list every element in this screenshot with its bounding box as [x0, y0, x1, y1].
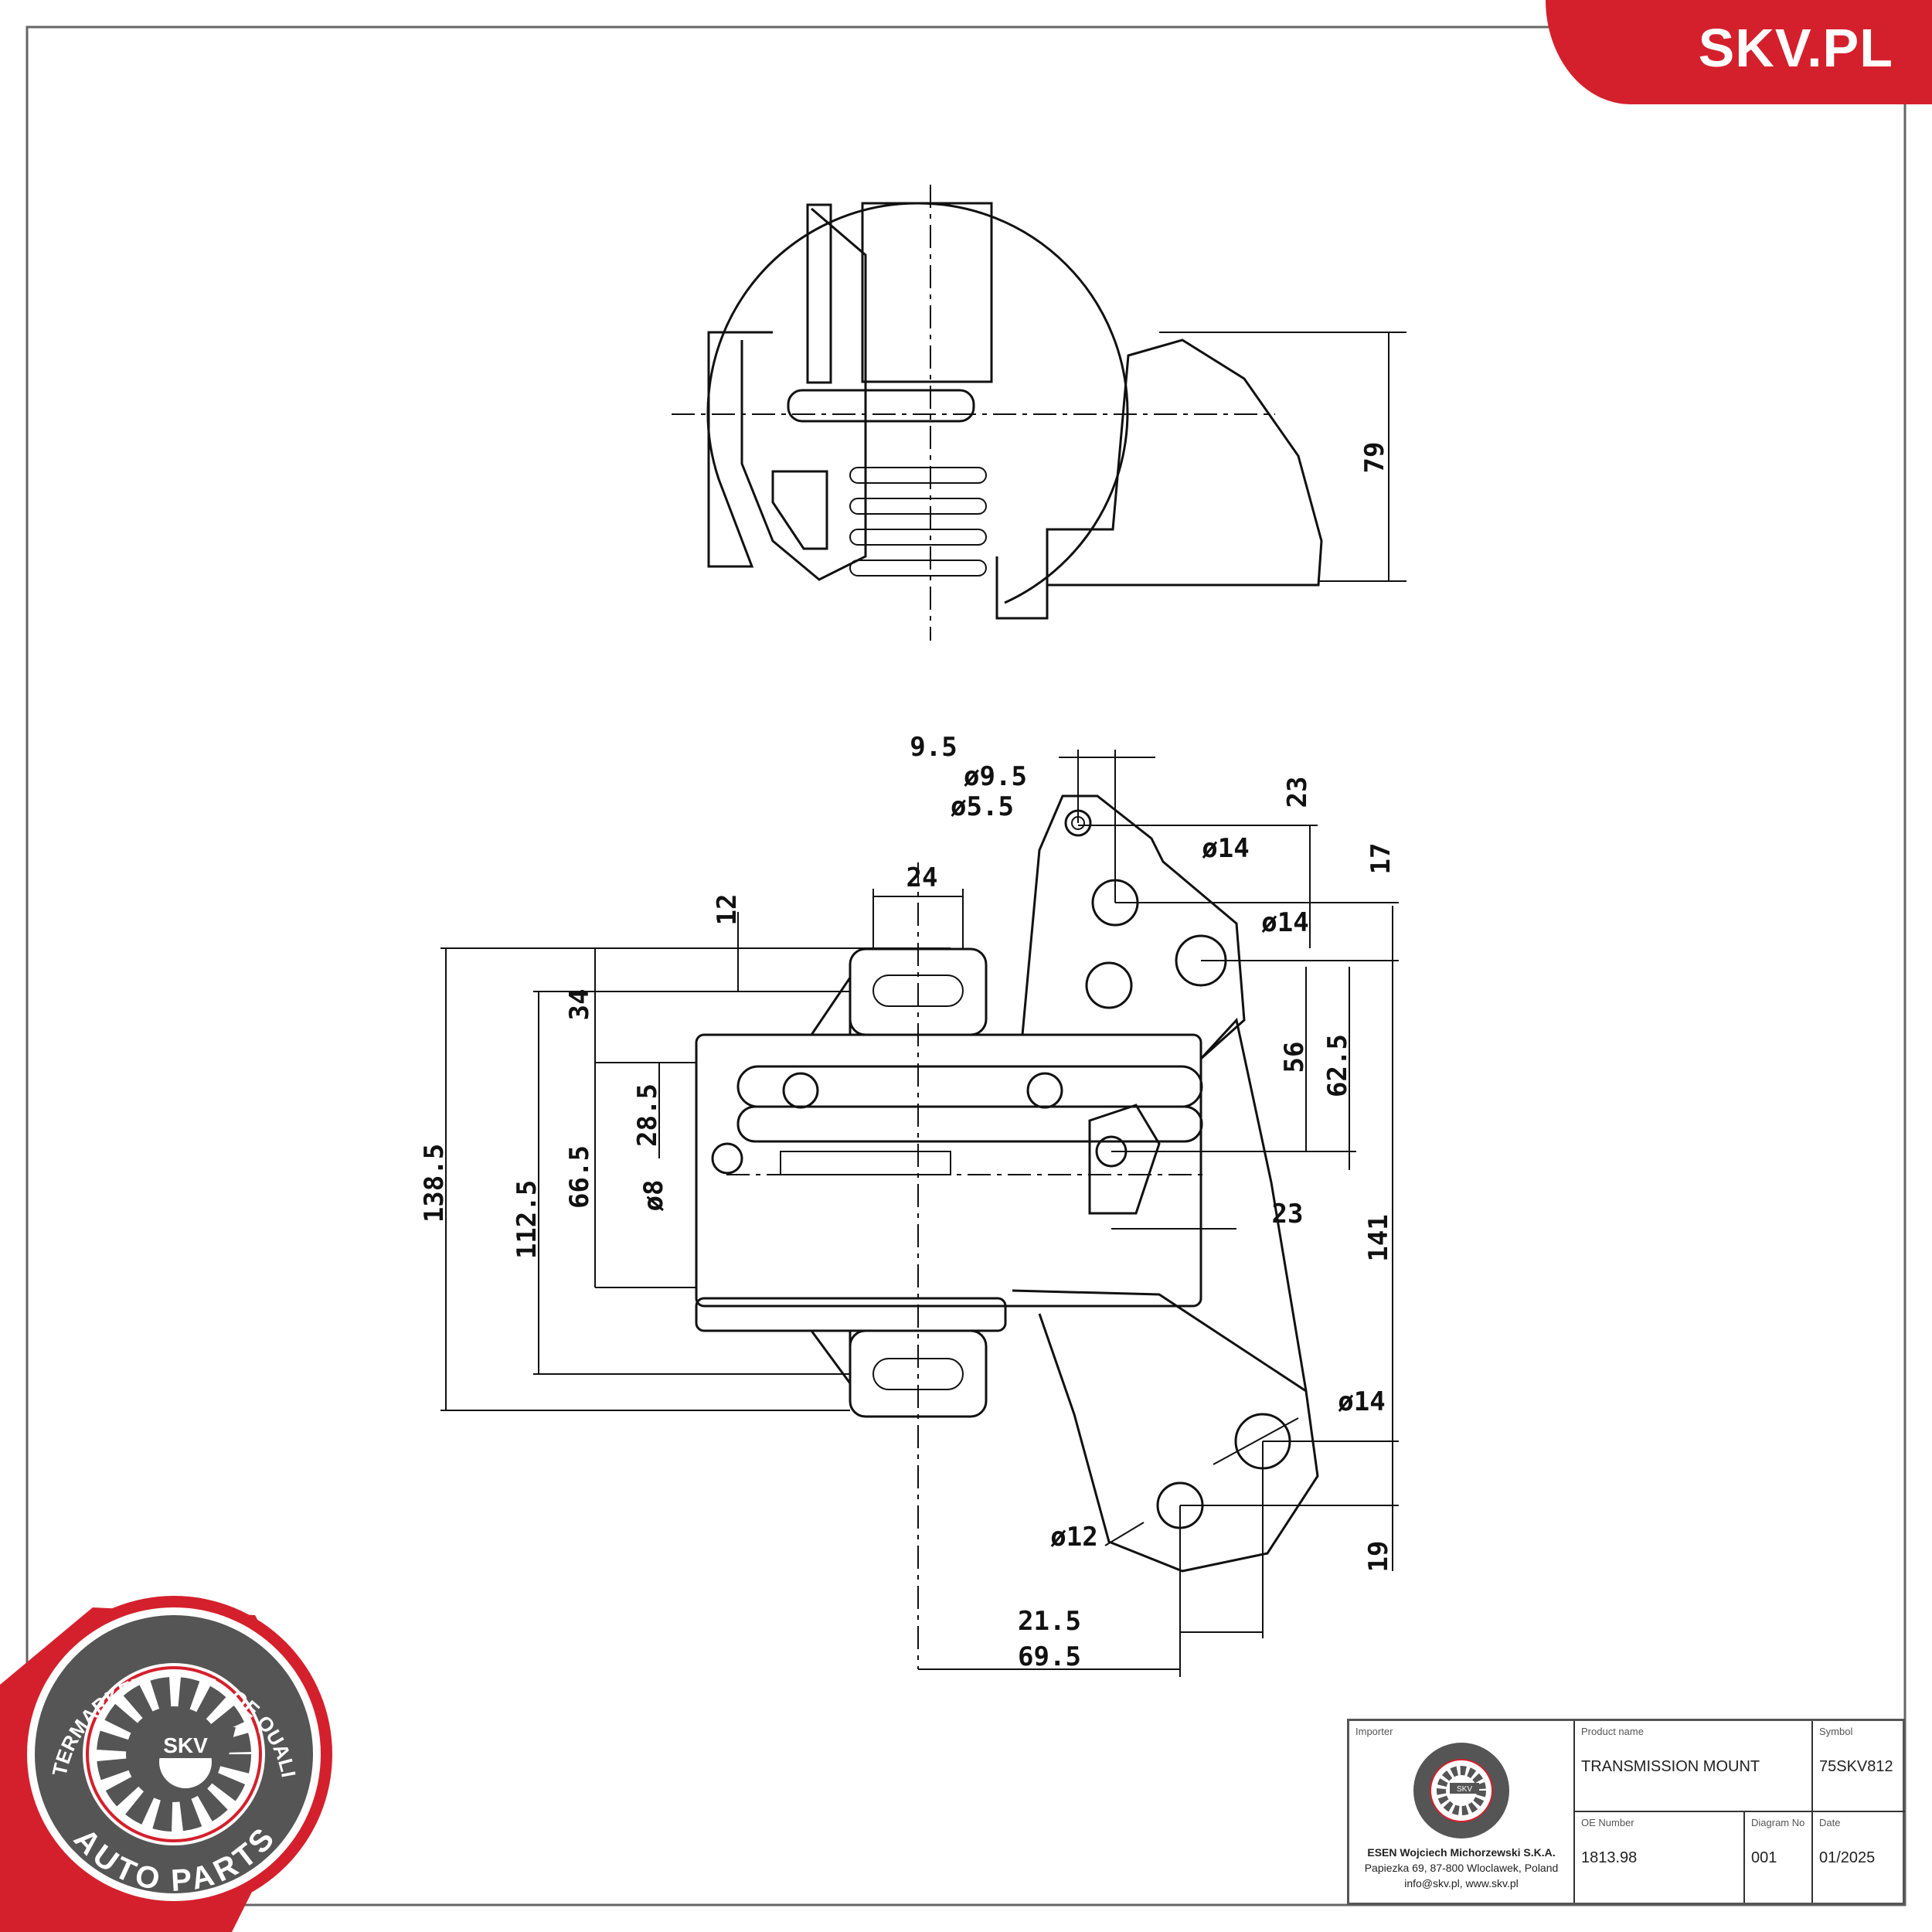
dim-label: 24 — [906, 862, 938, 893]
dim-label: ø5.5 — [951, 791, 1014, 822]
importer-name: ESEN Wojciech Michorzewski S.K.A. — [1367, 1846, 1556, 1859]
diagram-no-label: Diagram No — [1751, 1817, 1805, 1828]
dim-label: 112.5 — [512, 1180, 543, 1259]
dim-label: 56 — [1279, 1042, 1310, 1073]
dim-label: ø8 — [638, 1180, 669, 1212]
dim-label: ø12 — [1050, 1522, 1097, 1553]
importer-contact: info@skv.pl, www.skv.pl — [1404, 1877, 1519, 1889]
date: 01/2025 — [1819, 1849, 1876, 1866]
svg-text:SKV: SKV — [1457, 1785, 1472, 1794]
top-view — [672, 185, 1406, 641]
dimension-labels: 79 9.5 ø9.5 ø5.5 23 ø14 17 24 12 ø14 34 … — [419, 442, 1396, 1672]
importer-label: Importer — [1355, 1726, 1393, 1737]
importer-cell: Importer SKV ESEN Wojciech Michorzewski … — [1349, 1721, 1573, 1903]
dim-label: 21.5 — [1018, 1606, 1081, 1637]
dim-label: 12 — [712, 894, 743, 926]
symbol-label: Symbol — [1819, 1726, 1853, 1737]
dim-label: 62.5 — [1322, 1034, 1353, 1097]
symbol-cell: Symbol 75SKV812 — [1811, 1721, 1905, 1812]
dim-label: 66.5 — [564, 1145, 595, 1209]
svg-text:SKV: SKV — [163, 1733, 208, 1757]
oe-number: 1813.98 — [1581, 1849, 1638, 1866]
dim-label: 23 — [1282, 777, 1313, 808]
dim-label: 34 — [564, 989, 595, 1021]
dim-label: 28.5 — [632, 1083, 663, 1147]
product-name: TRANSMISSION MOUNT — [1581, 1758, 1760, 1775]
front-view — [440, 750, 1399, 1677]
dim-label: 138.5 — [419, 1144, 450, 1223]
dim-label: ø14 — [1261, 907, 1308, 938]
product-name-cell: Product name TRANSMISSION MOUNT — [1573, 1721, 1811, 1812]
skv-auto-parts-logo: AFTERMARKET PRICE - OE QUALITY AUTO PART… — [0, 0, 332, 1932]
drawing-frame — [26, 26, 1906, 1906]
brand-banner: SKV.PL — [1546, 0, 1932, 104]
oe-number-label: OE Number — [1581, 1817, 1634, 1828]
oe-number-cell: OE Number 1813.98 — [1573, 1812, 1743, 1903]
date-cell: Date 01/2025 — [1811, 1812, 1905, 1903]
dim-label: ø9.5 — [964, 761, 1027, 792]
dim-label: 9.5 — [910, 732, 957, 763]
dim-label: 19 — [1363, 1541, 1394, 1573]
importer-address-block: ESEN Wojciech Michorzewski S.K.A. Papiez… — [1349, 1845, 1573, 1891]
svg-text:AFTERMARKET PRICE - OE QUALITY: AFTERMARKET PRICE - OE QUALITY — [0, 0, 301, 1779]
importer-address: Papiezka 69, 87-800 Wloclawek, Poland — [1364, 1862, 1559, 1874]
importer-logo: SKV — [1413, 1743, 1509, 1838]
diagram-no: 001 — [1751, 1849, 1777, 1866]
dim-label: 69.5 — [1018, 1641, 1081, 1672]
dim-label: 17 — [1366, 843, 1396, 875]
dim-label: 23 — [1272, 1199, 1304, 1230]
symbol: 75SKV812 — [1819, 1758, 1893, 1775]
dim-label: ø14 — [1202, 833, 1249, 864]
date-label: Date — [1819, 1817, 1841, 1828]
product-name-label: Product name — [1581, 1726, 1644, 1737]
dim-79: 79 — [1359, 442, 1390, 474]
dim-label: ø14 — [1338, 1386, 1385, 1417]
site-label: SKV.PL — [1698, 18, 1893, 78]
diagram-no-cell: Diagram No 001 — [1743, 1812, 1811, 1903]
title-block: Importer SKV ESEN Wojciech Michorzewski … — [1347, 1719, 1905, 1905]
dim-label: 141 — [1363, 1214, 1394, 1261]
